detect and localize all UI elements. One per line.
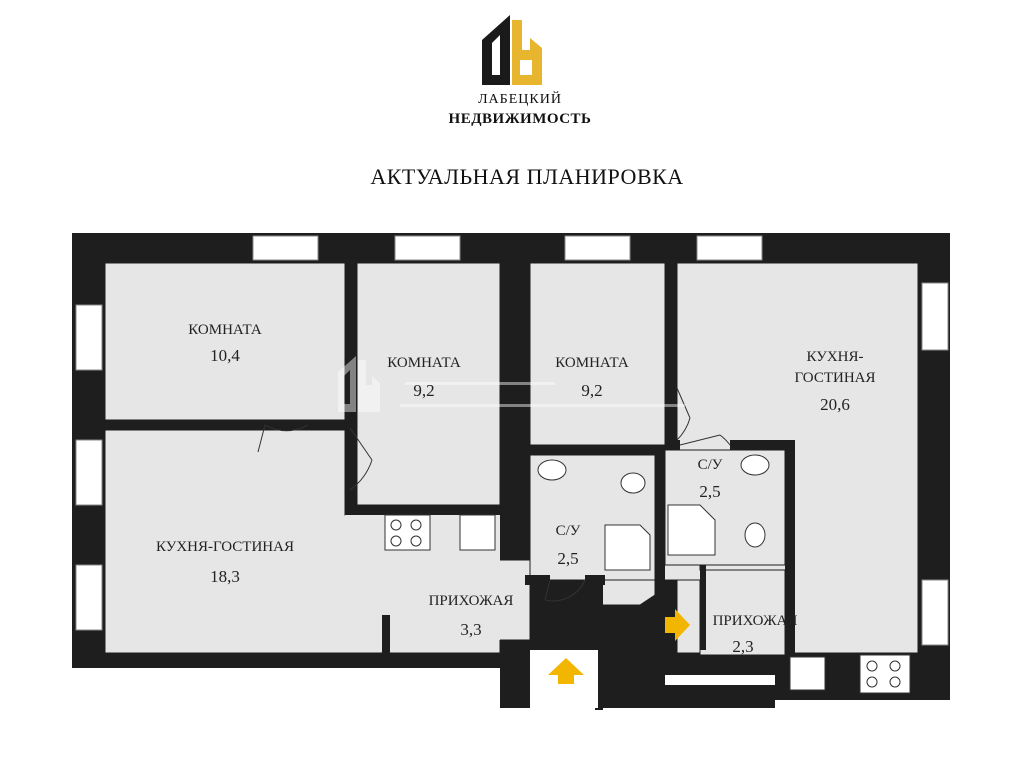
- shower-icon: [604, 524, 651, 571]
- room-bedroom-3: [529, 262, 666, 446]
- room-area: 18,3: [210, 567, 240, 586]
- room-label: КУХНЯ-: [807, 349, 864, 365]
- window: [564, 235, 631, 261]
- room-bedroom-1: [104, 262, 346, 421]
- stove-icon: [859, 654, 911, 694]
- brand-name-line2: НЕДВИЖИМОСТЬ: [448, 111, 592, 127]
- room-area: 2,3: [732, 637, 753, 656]
- window: [75, 304, 103, 371]
- sink-icon: [789, 656, 826, 691]
- room-area: 10,4: [210, 346, 240, 365]
- room-area: 9,2: [413, 381, 434, 400]
- entrance-arrow-icon: [665, 609, 690, 641]
- interior-walls: [105, 263, 795, 710]
- washbasin-icon: [537, 459, 567, 481]
- window: [75, 439, 103, 506]
- room-label: КУХНЯ-ГОСТИНАЯ: [156, 539, 294, 555]
- room-area: 2,5: [557, 549, 578, 568]
- room-label: КОМНАТА: [188, 322, 262, 338]
- window: [921, 282, 949, 351]
- room-label: С/У: [698, 457, 723, 473]
- toilet-icon: [620, 472, 646, 494]
- room-label: ГОСТИНАЯ: [795, 370, 876, 386]
- window: [394, 235, 461, 261]
- entrance-arrow-icon: [548, 658, 584, 684]
- room-label: КОМНАТА: [387, 355, 461, 371]
- room-area: 20,6: [820, 395, 850, 414]
- brand-name-line1: ЛАБЕЦКИЙ: [478, 92, 562, 107]
- washbasin-icon: [740, 454, 770, 476]
- window: [75, 564, 103, 631]
- toilet-icon: [744, 522, 766, 548]
- room-area: 9,2: [581, 381, 602, 400]
- window: [696, 235, 763, 261]
- window: [252, 235, 319, 261]
- sink-icon: [459, 514, 496, 551]
- plan-title: АКТУАЛЬНАЯ ПЛАНИРОВКА: [370, 164, 684, 189]
- room-label: ПРИХОЖАЯ: [713, 613, 798, 629]
- window: [921, 579, 949, 646]
- room-label: КОМНАТА: [555, 355, 629, 371]
- room-label: ПРИХОЖАЯ: [429, 593, 514, 609]
- room-area: 3,3: [460, 620, 481, 639]
- room-label: С/У: [556, 523, 581, 539]
- doors: [257, 387, 731, 602]
- watermark-logo: [338, 356, 685, 412]
- shower-icon: [667, 504, 716, 556]
- room-area: 2,5: [699, 482, 720, 501]
- stove-icon: [384, 514, 431, 551]
- brand-logo: [482, 15, 542, 85]
